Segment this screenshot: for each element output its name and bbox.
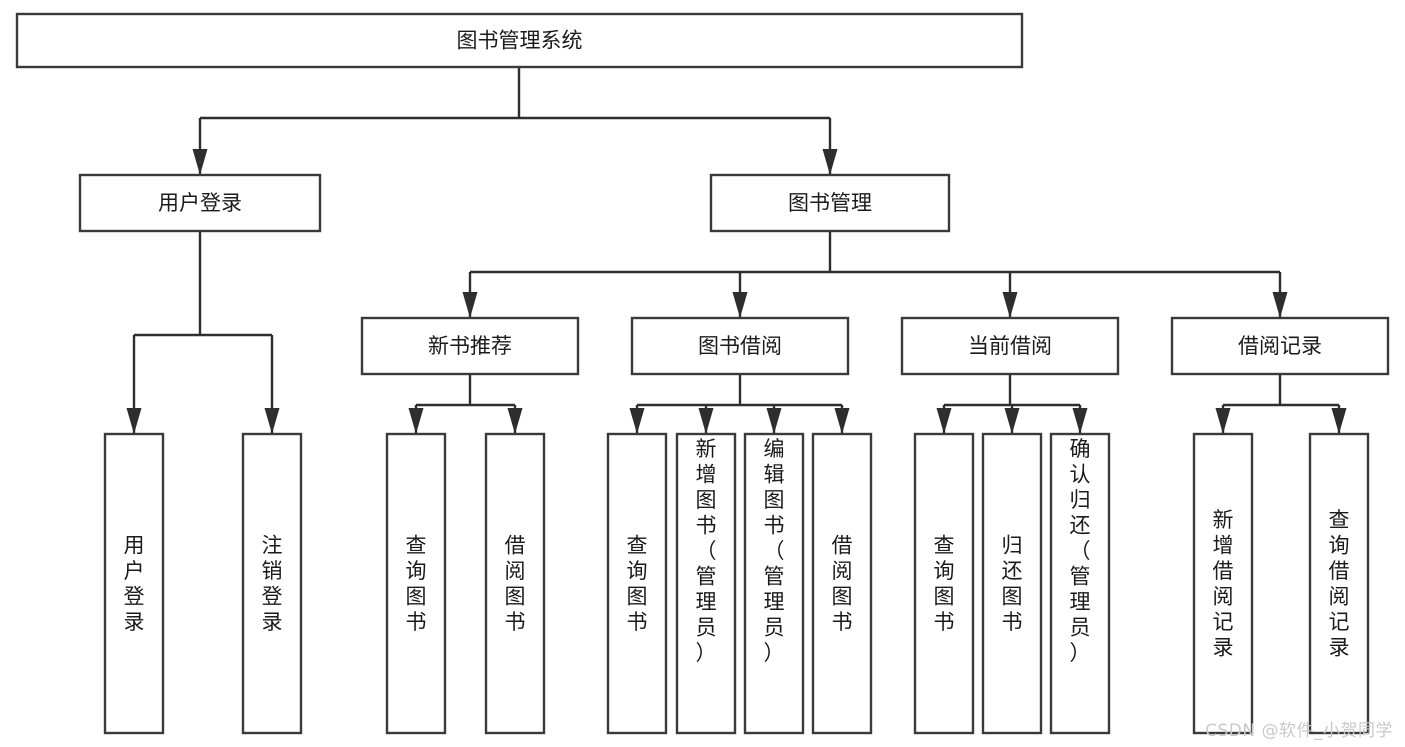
node-box[interactable] — [484, 432, 546, 735]
node-box[interactable] — [675, 432, 737, 735]
node-root[interactable]: 图书管理系统 — [15, 12, 1024, 69]
node-leaf-cb-confirm[interactable]: 确认归还（管理员） — [1049, 432, 1111, 735]
node-box[interactable] — [981, 432, 1043, 735]
node-box[interactable] — [811, 432, 873, 735]
node-label-vertical: 编辑图书（管理员） — [764, 437, 785, 665]
arrow-head-icon — [1272, 292, 1288, 318]
node-leaf-bb-borrow[interactable]: 借阅图书 — [811, 432, 873, 735]
node-box[interactable] — [15, 12, 1024, 69]
node-box[interactable] — [913, 432, 975, 735]
connectors-layer — [126, 67, 1347, 434]
node-box[interactable] — [1192, 432, 1254, 735]
node-label-vertical: 新增图书（管理员） — [696, 437, 717, 665]
node-box[interactable] — [360, 316, 580, 376]
node-book-borrow[interactable]: 图书借阅 — [630, 316, 850, 376]
node-leaf-br-add[interactable]: 新增借阅记录 — [1192, 432, 1254, 735]
node-leaf-user-login[interactable]: 用户登录 — [103, 432, 165, 735]
arrow-head-icon — [507, 408, 523, 434]
node-box[interactable] — [1049, 432, 1111, 735]
node-label-vertical: 查询图书 — [934, 533, 955, 634]
node-label-vertical: 注销登录 — [262, 533, 283, 634]
node-leaf-cb-return[interactable]: 归还图书 — [981, 432, 1043, 735]
node-box[interactable] — [606, 432, 668, 735]
node-label: 图书管理系统 — [457, 29, 583, 53]
arrow-head-icon — [462, 292, 478, 318]
node-label-vertical: 新增借阅记录 — [1213, 508, 1234, 660]
node-borrow-record[interactable]: 借阅记录 — [1170, 316, 1390, 376]
nodes-layer: 图书管理系统用户登录图书管理新书推荐图书借阅当前借阅借阅记录用户登录注销登录查询… — [15, 12, 1390, 735]
arrow-head-icon — [834, 408, 850, 434]
node-leaf-br-query[interactable]: 查询借阅记录 — [1308, 432, 1370, 735]
node-label: 用户登录 — [158, 191, 242, 215]
arrow-head-icon — [629, 408, 645, 434]
node-leaf-rec-borrow[interactable]: 借阅图书 — [484, 432, 546, 735]
node-box[interactable] — [1170, 316, 1390, 376]
node-leaf-bb-query[interactable]: 查询图书 — [606, 432, 668, 735]
arrow-head-icon — [936, 408, 952, 434]
node-label: 当前借阅 — [968, 334, 1052, 358]
node-box[interactable] — [709, 173, 951, 233]
arrow-head-icon — [732, 292, 748, 318]
node-label-vertical: 查询图书 — [406, 533, 427, 634]
node-label: 图书借阅 — [698, 334, 782, 358]
arrow-head-icon — [1004, 408, 1020, 434]
node-book-manage[interactable]: 图书管理 — [709, 173, 951, 233]
arrow-head-icon — [192, 149, 208, 175]
node-leaf-user-logout[interactable]: 注销登录 — [241, 432, 303, 735]
node-label-vertical: 借阅图书 — [505, 533, 526, 634]
node-leaf-bb-add[interactable]: 新增图书（管理员） — [675, 432, 737, 735]
node-new-book-rec[interactable]: 新书推荐 — [360, 316, 580, 376]
arrow-head-icon — [408, 408, 424, 434]
node-box[interactable] — [630, 316, 850, 376]
node-current-borrow[interactable]: 当前借阅 — [900, 316, 1120, 376]
arrow-head-icon — [264, 408, 280, 434]
node-box[interactable] — [900, 316, 1120, 376]
node-box[interactable] — [385, 432, 447, 735]
node-box[interactable] — [103, 432, 165, 735]
node-label-vertical: 查询借阅记录 — [1329, 508, 1350, 660]
arrow-head-icon — [1331, 408, 1347, 434]
arrow-head-icon — [766, 408, 782, 434]
arrow-head-icon — [698, 408, 714, 434]
node-label: 新书推荐 — [428, 334, 512, 358]
node-box[interactable] — [743, 432, 805, 735]
arrow-head-icon — [822, 149, 838, 175]
node-box[interactable] — [78, 173, 322, 233]
node-label-vertical: 归还图书 — [1002, 533, 1023, 634]
node-label: 图书管理 — [788, 191, 872, 215]
node-leaf-cb-query[interactable]: 查询图书 — [913, 432, 975, 735]
node-leaf-bb-edit[interactable]: 编辑图书（管理员） — [743, 432, 805, 735]
node-user-login[interactable]: 用户登录 — [78, 173, 322, 233]
node-box[interactable] — [1308, 432, 1370, 735]
node-label-vertical: 查询图书 — [627, 533, 648, 634]
node-label-vertical: 用户登录 — [124, 533, 145, 634]
node-label-vertical: 确认归还（管理员） — [1070, 437, 1091, 665]
arrow-head-icon — [1072, 408, 1088, 434]
node-label: 借阅记录 — [1238, 334, 1322, 358]
arrow-head-icon — [126, 408, 142, 434]
node-leaf-rec-query[interactable]: 查询图书 — [385, 432, 447, 735]
arrow-head-icon — [1002, 292, 1018, 318]
node-box[interactable] — [241, 432, 303, 735]
arrow-head-icon — [1215, 408, 1231, 434]
node-label-vertical: 借阅图书 — [832, 533, 853, 634]
